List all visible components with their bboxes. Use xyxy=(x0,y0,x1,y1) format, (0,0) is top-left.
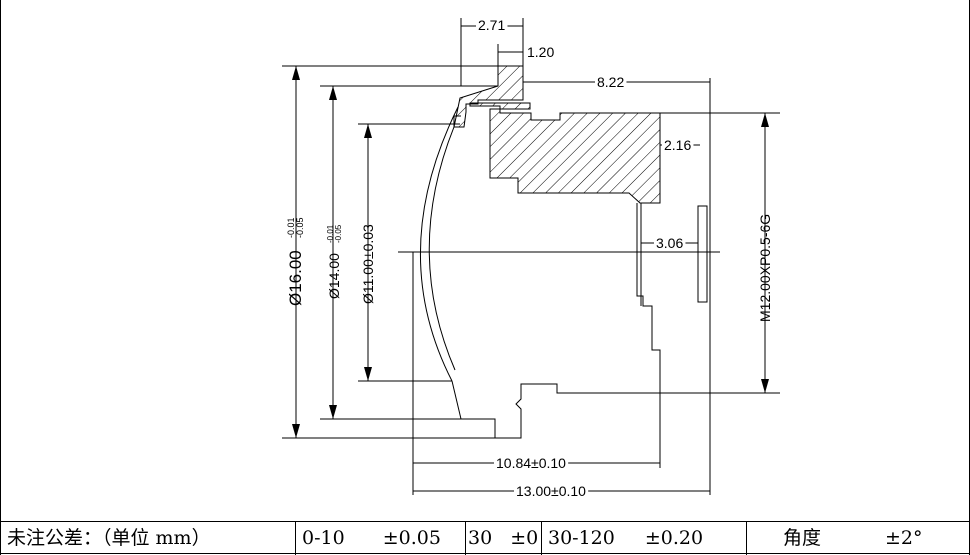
tolerance-range-30-120: 30-120 ±0.20 xyxy=(541,521,747,555)
tolerance-range-0-10: 0-10 ±0.05 xyxy=(295,521,466,555)
label-backing xyxy=(595,74,627,90)
front-step xyxy=(453,115,461,127)
tol2: ±0 xyxy=(510,527,539,549)
dim-barrel-length: 8.22 xyxy=(597,74,624,90)
dim-rear-gap: 3.06 xyxy=(656,235,683,251)
label-backing xyxy=(662,137,694,153)
tolerance-angle: 角度 ±2° xyxy=(746,521,970,555)
dim-top-width: 2.71 xyxy=(478,17,505,33)
angle-label: 角度 xyxy=(783,527,822,549)
tolerance-table: 未注公差：（单位 mm） 0-10±0.05 30±0 30-120±0.20 … xyxy=(0,521,970,555)
dim-outer-diameter-base: Ø16.00 xyxy=(286,250,305,306)
range1: 0-10 xyxy=(302,527,345,549)
dim-total-length: 13.00±0.10 xyxy=(516,483,586,499)
bottom-flange xyxy=(413,203,661,439)
label-backing xyxy=(525,44,557,60)
body-section xyxy=(469,102,661,204)
dim-aperture-diameter: Ø11.00±0.03 xyxy=(360,224,376,304)
lens-curve-inner xyxy=(428,126,456,371)
dim-outer-diameter: Ø16.00 -0.01 -0.05 xyxy=(286,217,305,306)
label-backing xyxy=(476,17,508,33)
range2: 30 xyxy=(468,527,493,549)
lens-curve-front xyxy=(420,106,459,382)
dim-mid-diameter-base: Ø14.00 xyxy=(326,253,342,299)
dim-outer-diameter-upper: -0.01 xyxy=(286,217,296,238)
lens-outline xyxy=(413,106,708,439)
dim-thread-spec: M12.00XP0.5-6G xyxy=(757,214,773,322)
dim-mid-diameter-upper: -0.01 xyxy=(326,224,335,243)
hatched-sections xyxy=(453,65,661,204)
label-backing xyxy=(654,235,686,251)
angle-tol: ±2° xyxy=(885,527,923,549)
dim-mid-diameter-lower: -0.05 xyxy=(334,224,343,243)
lens-drawing: 2.71 1.20 8.22 2.16 3.06 M12.00XP0.5-6G … xyxy=(282,17,780,499)
front-flange-edge xyxy=(451,380,462,420)
dim-thread-step: 2.16 xyxy=(664,137,691,153)
tol1: ±0.05 xyxy=(382,527,441,549)
tolerance-row: 未注公差：（单位 mm） 0-10±0.05 30±0 30-120±0.20 … xyxy=(0,521,970,555)
tolerance-range-30: 30 ±0 xyxy=(465,521,542,555)
rear-element xyxy=(697,205,708,303)
tolerance-label: 未注公差：（单位 mm） xyxy=(0,521,296,555)
dim-mid-diameter: Ø14.00 -0.01 -0.05 xyxy=(326,224,343,299)
dim-outer-diameter-lower: -0.05 xyxy=(295,217,305,238)
retainer-cap-section xyxy=(453,65,524,128)
range3: 30-120 xyxy=(548,527,615,549)
arrowheads xyxy=(292,66,769,438)
label-backing xyxy=(514,483,589,499)
dim-body-length: 10.84±0.10 xyxy=(496,455,566,471)
label-backing xyxy=(494,455,569,471)
tol3: ±0.20 xyxy=(644,527,704,549)
dim-lip-width: 1.20 xyxy=(527,44,554,60)
